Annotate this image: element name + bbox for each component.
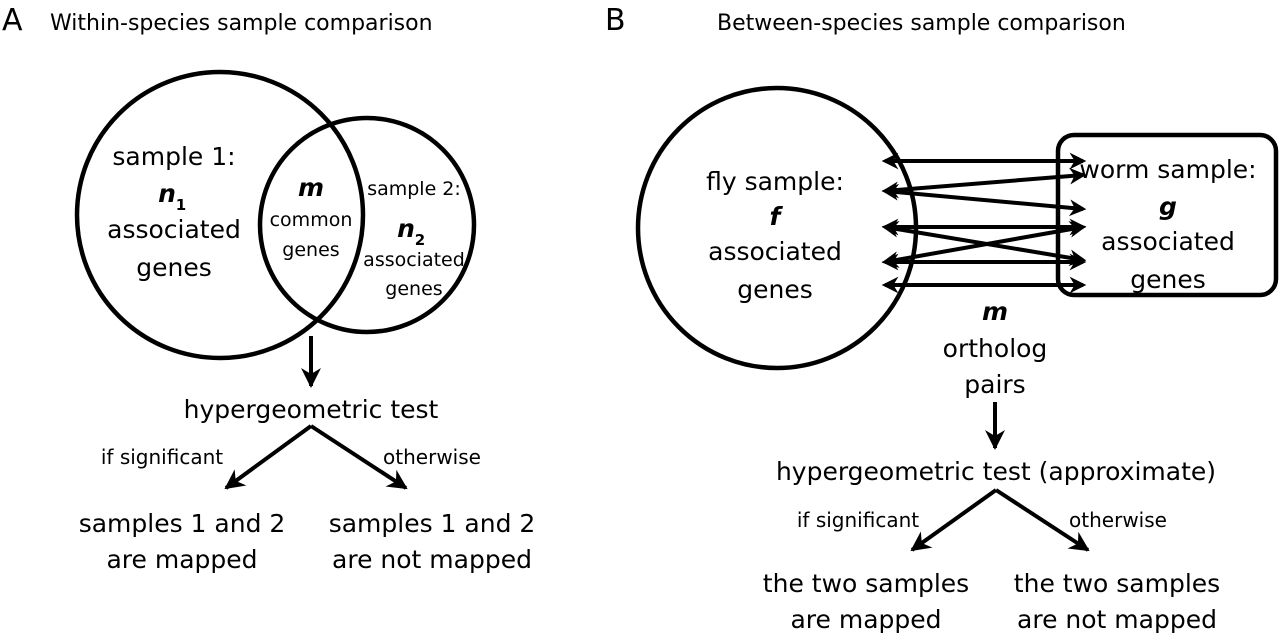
sample1-count: n 1	[158, 179, 186, 214]
sample2-line1: associated	[363, 249, 465, 271]
panel-a-outcome-mapped-line2: are mapped	[106, 545, 257, 574]
panel-a-outcome-not-mapped-line2: are not mapped	[332, 545, 532, 574]
panel-b-outcome-not-mapped-line1: the two samples	[1014, 569, 1220, 598]
sample1-label: sample 1:	[112, 142, 235, 171]
panel-a-outcome-mapped-line1: samples 1 and 2	[79, 509, 286, 538]
fly-var: f	[770, 202, 784, 231]
ortholog-pair-arrows	[881, 152, 1087, 294]
ortholog-pair-arrow	[881, 167, 1087, 199]
pairs-var: m	[982, 297, 1008, 326]
sample2-line2: genes	[385, 278, 442, 300]
pairs-line1: ortholog	[943, 334, 1048, 363]
panel-b-letter: B	[605, 3, 626, 38]
common-var: m	[298, 173, 324, 202]
worm-var: g	[1159, 192, 1177, 221]
fly-line1: associated	[708, 237, 842, 266]
fly-line2: genes	[737, 275, 813, 304]
panel-b-branch-significant: if significant	[797, 508, 919, 532]
common-line1: common	[270, 209, 353, 231]
panel-a-branch-otherwise: otherwise	[383, 445, 481, 469]
sample1-subscript: 1	[176, 196, 186, 214]
panel-a-title: Within-species sample comparison	[50, 11, 433, 36]
sample1-circle	[74, 69, 366, 361]
fly-label: fly sample:	[706, 167, 844, 196]
sample2-subscript: 2	[415, 231, 425, 249]
ortholog-pair-arrow	[881, 183, 1087, 217]
sample2-var: n	[397, 214, 415, 243]
panel-b-right-branch-arrow	[994, 488, 1090, 552]
worm-line1: associated	[1101, 227, 1235, 256]
sample2-count: n 2	[397, 214, 425, 249]
panel-b-outcome-mapped-line2: are mapped	[790, 605, 941, 634]
panel-a-outcome-not-mapped-line1: samples 1 and 2	[329, 509, 536, 538]
panel-b-title: Between-species sample comparison	[717, 11, 1126, 36]
panel-a-branch-significant: if significant	[101, 445, 223, 469]
panel-a-left-branch-arrow	[224, 424, 313, 490]
panel-b-outcome-not-mapped-line2: are not mapped	[1017, 605, 1217, 634]
sample2-circle	[257, 115, 477, 335]
panel-a-test-label: hypergeometric test	[184, 395, 439, 424]
panel-a: A Within-species sample comparison sampl…	[2, 3, 535, 574]
sample1-var: n	[158, 179, 176, 208]
panel-b-test-label: hypergeometric test (approximate)	[776, 457, 1216, 486]
panel-a-right-branch-arrow	[309, 424, 408, 490]
common-line2: genes	[282, 239, 339, 261]
sample2-label: sample 2:	[367, 178, 461, 200]
panel-b-outcome-mapped-line1: the two samples	[763, 569, 969, 598]
sample1-line2: genes	[136, 253, 212, 282]
pairs-line2: pairs	[964, 370, 1025, 399]
worm-line2: genes	[1130, 265, 1206, 294]
panel-a-letter: A	[2, 3, 23, 38]
panel-b-branch-otherwise: otherwise	[1069, 508, 1167, 532]
panel-b: B Between-species sample comparison fly …	[605, 3, 1279, 634]
panel-b-left-branch-arrow	[910, 488, 998, 552]
sample1-line1: associated	[107, 215, 241, 244]
worm-label: worm sample:	[1079, 155, 1256, 184]
